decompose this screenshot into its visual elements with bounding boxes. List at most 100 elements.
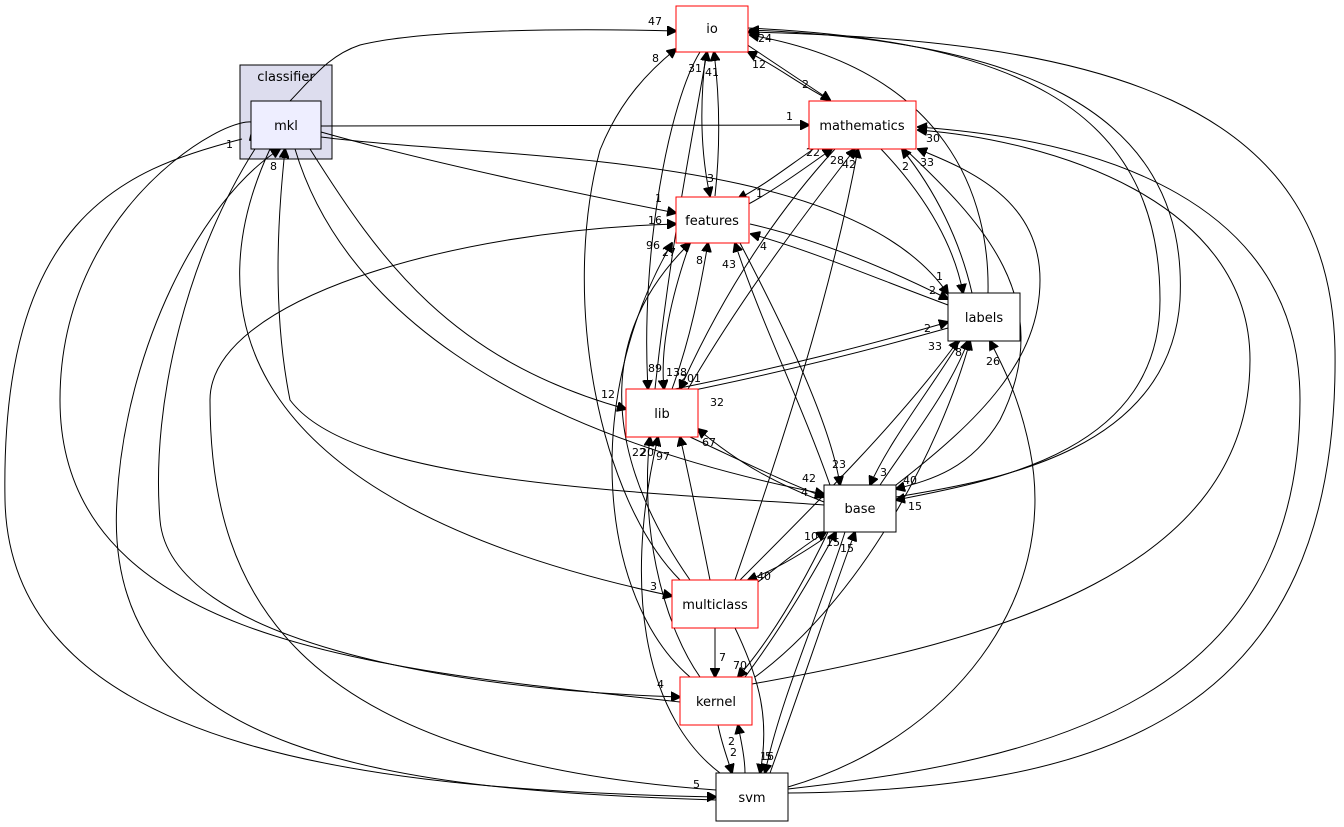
- edge-io-base: [747, 27, 1161, 500]
- edge-label: 2: [929, 284, 936, 297]
- edge-label: 2: [728, 735, 735, 748]
- edge-label: 47: [648, 15, 662, 28]
- edge-mathematics-labels: [879, 147, 963, 293]
- edge-lib-mathematics: [687, 149, 855, 390]
- edge-lib-base: [689, 436, 824, 497]
- node-mathematics[interactable]: mathematics: [808, 100, 917, 150]
- node-io-box: [675, 5, 749, 53]
- edge-label: 3: [880, 466, 887, 479]
- edge-multiclass-features: [621, 243, 690, 581]
- edge-base-multiclass: [748, 536, 827, 580]
- edge-label: 22: [632, 446, 646, 459]
- node-features[interactable]: features: [675, 196, 750, 244]
- edge-mathematics-lib: [680, 148, 836, 389]
- edge-label: 5: [765, 750, 772, 763]
- edge-mkl-labels: [320, 136, 948, 294]
- edge-kernel-base: [744, 532, 836, 678]
- edge-svm-base: [769, 532, 855, 774]
- edge-base-io: [750, 30, 1181, 498]
- edge-label: 7: [719, 651, 726, 664]
- edge-io-mathematics: [745, 43, 830, 100]
- edge-multiclass-labels: [739, 341, 958, 581]
- edge-label: 8: [270, 160, 277, 173]
- node-base-box: [823, 484, 897, 533]
- edge-label: 16: [648, 214, 662, 227]
- edge-io-lib: [647, 51, 701, 389]
- edge-mkl-mathematics: [320, 125, 809, 126]
- node-base[interactable]: base: [823, 484, 897, 533]
- edge-label: 40: [757, 570, 771, 583]
- edge-labels-mathematics: [902, 149, 973, 294]
- edge-label: 4: [801, 486, 808, 499]
- node-lib-label: lib: [654, 407, 669, 422]
- node-base-label: base: [845, 502, 876, 517]
- edge-label: 43: [722, 258, 736, 271]
- edge-label: 2: [802, 78, 809, 91]
- edge-label: 2: [902, 160, 909, 173]
- edge-multiclass-lib: [680, 437, 711, 581]
- edge-label: 1: [655, 192, 662, 205]
- node-io[interactable]: io: [675, 5, 749, 53]
- edge-mkl-svm: [4, 138, 716, 797]
- node-kernel-label: kernel: [696, 695, 736, 710]
- edge-label: 8: [955, 346, 962, 359]
- edge-label: 1: [936, 270, 943, 283]
- edge-features-lib: [663, 242, 691, 389]
- edge-label: 67: [702, 436, 716, 449]
- edge-label: 12: [752, 58, 766, 71]
- edge-label: 8: [652, 52, 659, 65]
- edge-labels-features: [751, 234, 949, 306]
- edge-base-labels: [879, 341, 968, 486]
- edge-label: 97: [656, 450, 670, 463]
- node-multiclass-label: multiclass: [682, 598, 748, 613]
- node-mkl-label: mkl: [274, 119, 298, 134]
- node-kernel[interactable]: kernel: [679, 676, 753, 726]
- node-multiclass[interactable]: multiclass: [671, 579, 759, 629]
- edge-label: 2: [924, 322, 931, 335]
- edge-svm-features: [209, 224, 717, 791]
- edge-labels-base: [870, 340, 961, 485]
- edge-mkl-multiclass: [239, 148, 672, 596]
- edge-label: 20: [640, 446, 654, 459]
- edge-label: 27: [662, 246, 676, 259]
- edge-label: 201: [680, 372, 701, 385]
- node-labels[interactable]: labels: [947, 292, 1021, 342]
- edge-label: 10: [804, 530, 818, 543]
- edge-svm-lib: [640, 437, 721, 774]
- node-svm-box: [715, 772, 789, 822]
- node-io-label: io: [706, 22, 718, 37]
- edge-label: 15: [826, 536, 840, 549]
- edge-svm-labels: [787, 341, 1036, 788]
- edge-label: 96: [646, 239, 660, 252]
- edge-label: 3: [707, 172, 714, 185]
- edge-label: 24: [758, 32, 772, 45]
- edge-label: 4: [657, 678, 664, 691]
- edge-multiclass-io: [583, 49, 681, 581]
- edge-svm-kernel: [738, 725, 746, 774]
- node-labels-label: labels: [965, 311, 1003, 326]
- edge-label: 15: [840, 542, 854, 555]
- edge-label: 3: [650, 580, 657, 593]
- node-mathematics-label: mathematics: [819, 119, 904, 134]
- edge-svm-mkl: [115, 149, 717, 801]
- node-labels-box: [947, 292, 1021, 342]
- edge-label: 4: [760, 240, 767, 253]
- edge-base-mkl: [277, 149, 825, 506]
- edge-label: 1: [756, 187, 763, 200]
- edge-label: 16: [760, 750, 774, 763]
- edge-kernel-mathematics: [751, 130, 1251, 685]
- edge-svm-mathematics: [787, 127, 1301, 790]
- node-mkl-box: [250, 100, 322, 150]
- node-kernel-box: [679, 676, 753, 726]
- edge-mathematics-features: [738, 147, 816, 199]
- node-mkl[interactable]: mkl: [250, 100, 322, 150]
- nodes: mkl io mathematics features labels lib: [250, 5, 1021, 822]
- edge-kernel-lib: [647, 437, 701, 678]
- edge-labels-lib: [670, 327, 949, 395]
- edge-labels-io: [750, 35, 989, 294]
- edge-label: 30: [926, 132, 940, 145]
- node-svm[interactable]: svm: [715, 772, 789, 822]
- node-lib[interactable]: lib: [625, 388, 699, 438]
- edge-mathematics-io: [748, 52, 831, 101]
